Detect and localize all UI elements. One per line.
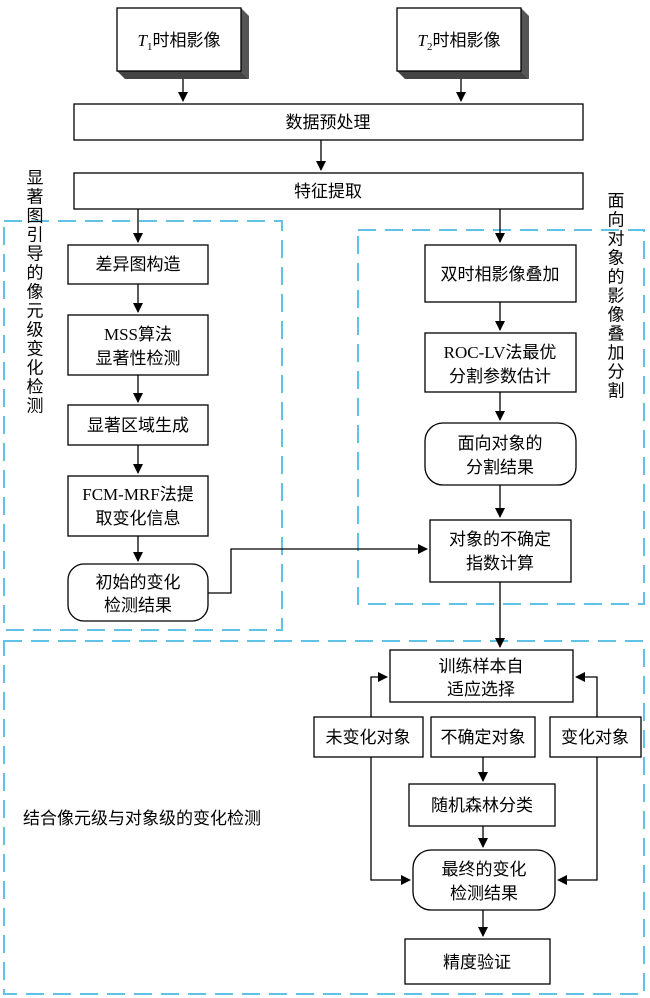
train-label-2: 适应选择 [447, 680, 515, 699]
pixel-level-region [3, 220, 283, 631]
train-label-1: 训练样本自 [439, 657, 524, 676]
uncertain-objects-box: 不确定对象 [430, 716, 536, 758]
roc-label-1: ROC-LV法最优 [444, 343, 557, 362]
initial-result-box: 初始的变化 检测结果 [67, 563, 209, 622]
diff-map-label: 差异图构造 [96, 255, 181, 274]
preprocess-box: 数据预处理 [73, 103, 584, 141]
t1-label: T1时相影像 [138, 31, 221, 53]
initial-label-1: 初始的变化 [96, 573, 181, 592]
changed-objects-box: 变化对象 [549, 716, 642, 758]
combined-detection-region [3, 640, 645, 995]
random-forest-box: 随机森林分类 [408, 783, 556, 827]
roc-box: ROC-LV法最优 分割参数估计 [424, 332, 577, 393]
accuracy-box: 精度验证 [404, 938, 551, 985]
mss-box: MSS算法 显著性检测 [67, 314, 209, 376]
training-sample-box: 训练样本自 适应选择 [389, 649, 574, 703]
combined-detection-label: 结合像元级与对象级的变化检测 [23, 809, 261, 828]
region-box: 显著区域生成 [67, 404, 209, 446]
segmentation-box: 面向对象的 分割结果 [424, 422, 577, 486]
initial-label-2: 检测结果 [104, 596, 172, 615]
t2-label: T2时相影像 [418, 31, 501, 53]
diff-map-box: 差异图构造 [67, 244, 209, 285]
uncertainty-box: 对象的不确定 指数计算 [429, 519, 572, 583]
final-label-1: 最终的变化 [442, 860, 527, 879]
fcm-label-2: 取变化信息 [96, 509, 181, 528]
uncertain-label: 不确定对象 [441, 728, 526, 747]
uncert-label-2: 指数计算 [466, 554, 534, 573]
final-label-2: 检测结果 [450, 884, 518, 903]
overlay-box: 双时相影像叠加 [424, 244, 577, 303]
region-label: 显著区域生成 [87, 416, 189, 435]
fcm-box: FCM-MRF法提 取变化信息 [67, 475, 209, 537]
seg-label-1: 面向对象的 [458, 434, 543, 453]
rf-label: 随机森林分类 [431, 796, 533, 815]
fcm-label-1: FCM-MRF法提 [82, 485, 193, 504]
overlay-label: 双时相影像叠加 [441, 265, 560, 284]
object-overlay-side-label: 面向对象的影像叠加分割 [605, 192, 625, 401]
pixel-level-side-label: 显著图引导的像元级变化检测 [24, 169, 44, 416]
preprocess-label: 数据预处理 [286, 113, 371, 132]
final-result-box: 最终的变化 检测结果 [412, 849, 556, 911]
roc-label-2: 分割参数估计 [449, 367, 551, 386]
uncert-label-1: 对象的不确定 [449, 530, 551, 549]
unchanged-label: 未变化对象 [326, 728, 411, 747]
seg-label-2: 分割结果 [466, 458, 534, 477]
connectors [133, 79, 598, 937]
t1-image-box: T1时相影像 [116, 7, 249, 79]
changed-label: 变化对象 [561, 728, 629, 747]
feature-box: 特征提取 [73, 172, 584, 210]
t2-image-box: T2时相影像 [396, 7, 529, 79]
accuracy-label: 精度验证 [443, 953, 511, 972]
object-overlay-region [357, 229, 645, 605]
unchanged-objects-box: 未变化对象 [313, 716, 424, 758]
mss-label-1: MSS算法 [104, 325, 172, 344]
feature-label: 特征提取 [294, 182, 362, 201]
mss-label-2: 显著性检测 [96, 349, 181, 368]
